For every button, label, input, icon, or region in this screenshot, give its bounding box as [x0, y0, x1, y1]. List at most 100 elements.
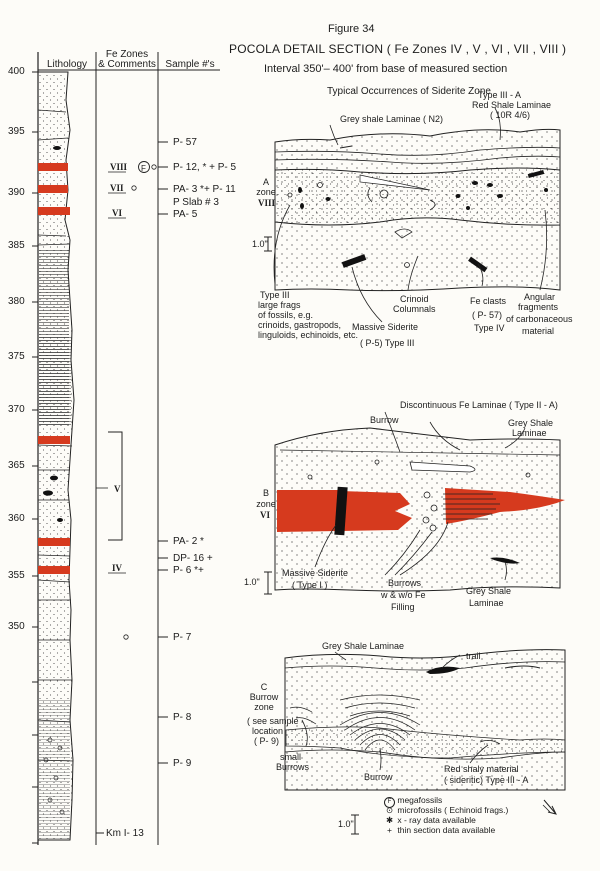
legend-item: + thin section data available — [384, 825, 554, 835]
panel-b-id: B — [262, 488, 269, 498]
siderite-band-lower — [38, 538, 70, 546]
sample-label: P- 7 — [173, 632, 192, 643]
trail-label: trail — [466, 651, 481, 661]
zone-vi-label: VI — [112, 208, 123, 218]
sample-location-label: location — [252, 726, 284, 736]
siderite-band-upper — [38, 436, 70, 444]
zone-vii-label: VII — [110, 183, 124, 193]
discontinuous-fe-laminae-label: Discontinuous Fe Laminae ( Type II - A) — [400, 400, 558, 410]
fe-clasts-label: Fe clasts — [470, 296, 507, 306]
legend-text: x - ray data available — [397, 815, 476, 825]
grey-shale-label: Grey Shale — [508, 418, 554, 428]
panel-a-scale: 1.0" — [252, 239, 268, 249]
legend-text: megafossils — [397, 795, 443, 805]
burrow-label: Burrow — [364, 772, 393, 782]
zone-v-label: V — [114, 484, 121, 494]
red-shaly-material-label: Red shaly material — [444, 764, 519, 774]
siderite-band-iv — [38, 566, 70, 574]
legend-item: ✱ x - ray data available — [384, 815, 554, 825]
burrows-desc: Filling — [391, 602, 415, 612]
depth-label: 350 — [8, 621, 25, 632]
angular-desc: of carbonaceous — [506, 314, 573, 324]
panel-c-burrow: Burrow — [249, 692, 279, 702]
figure-number: Figure 34 — [328, 23, 375, 35]
depth-label: 375 — [8, 351, 25, 362]
zone-viii-label: VIII — [110, 162, 128, 172]
typical-occurrences-heading: Typical Occurrences of Siderite Zone — [327, 86, 491, 97]
xray-icon: ✱ — [385, 815, 394, 825]
siderite-band-viii — [38, 163, 68, 171]
sample-label: P- 8 — [173, 712, 192, 723]
red-shale-laminae-label: Red Shale Laminae — [472, 100, 552, 110]
sample-label: DP- 16 + — [173, 553, 213, 564]
sample-label: PA- 3 *+ P- 11 — [173, 184, 236, 195]
depth-label: 390 — [8, 187, 25, 198]
depth-label: 360 — [8, 513, 25, 524]
massive-siderite-type: ( Type I ) — [292, 580, 328, 590]
type-iii-a-label: Type III - A — [478, 90, 522, 100]
panel-c-zone: zone — [254, 702, 274, 712]
sample-location-label: ( see sample — [247, 716, 299, 726]
grey-shale-laminae-label: Laminae — [469, 598, 504, 608]
depth-label: 370 — [8, 404, 25, 415]
figure-title: POCOLA DETAIL SECTION ( Fe Zones IV , V … — [229, 42, 567, 56]
depth-label: 400 — [8, 66, 25, 77]
samples-header: Sample #'s — [165, 59, 215, 70]
comments-header: & Comments — [98, 59, 156, 70]
depth-label: 355 — [8, 570, 25, 581]
legend-text: thin section data available — [397, 825, 496, 835]
panel-a-id: A — [262, 177, 269, 187]
grey-shale-label: Grey Shale — [466, 586, 512, 596]
sample-label: PA- 2 * — [173, 536, 204, 547]
figure-subtitle: Interval 350'– 400' from base of measure… — [264, 63, 508, 75]
crinoid-label: Crinoid — [400, 294, 429, 304]
depth-label: 385 — [8, 240, 25, 251]
panel-b-zone-number: VI — [260, 510, 271, 520]
massive-siderite-sample: ( P-5) Type III — [360, 338, 415, 348]
depth-label: 380 — [8, 296, 25, 307]
grey-shale-laminae-label: Grey shale Laminae ( N2) — [340, 114, 444, 124]
panel-b-zone: zone — [256, 499, 276, 509]
grey-shale-laminae-label: Laminae — [512, 428, 547, 438]
panel-b-block — [264, 411, 565, 595]
sample-label: P- 9 — [173, 758, 192, 769]
panel-a-block — [264, 107, 561, 323]
legend-item: ⊙ microfossils ( Echinoid frags.) — [384, 805, 554, 815]
panel-c-block — [284, 649, 566, 835]
sample-label: P- 57 — [173, 137, 197, 148]
panel-a-zone-number: VIII — [258, 198, 276, 208]
sample-label: P Slab # 3 — [173, 197, 219, 208]
burrow-label: Burrow — [370, 415, 399, 425]
siderite-band-vi — [38, 207, 70, 215]
sample-label: Km I- 13 — [106, 828, 144, 839]
angular-desc: material — [522, 326, 555, 336]
depth-label: 395 — [8, 126, 25, 137]
munsell-label: ( 10R 4/6) — [490, 110, 531, 120]
lithology-header: Lithology — [46, 59, 88, 70]
sample-label: P- 6 *+ — [173, 565, 204, 576]
panel-c-id: C — [260, 682, 268, 692]
depth-label: 365 — [8, 460, 25, 471]
legend-item: F megafossils — [384, 795, 554, 808]
fe-zones-header: Fe Zones — [105, 49, 149, 60]
panel-b-scale: 1.0" — [244, 577, 260, 587]
red-shaly-material-type: ( sideritic) Type III - A — [444, 775, 529, 785]
siderite-band-vii — [38, 185, 68, 193]
burrows-desc: w & w/o Fe — [381, 590, 426, 600]
fe-clasts-sample: ( P- 57) — [472, 310, 503, 320]
type-iii-desc: crinoids, gastropods, — [258, 320, 342, 330]
burrows-label: Burrows — [388, 578, 422, 588]
angular-desc: fragments — [518, 302, 559, 312]
legend-text: microfossils ( Echinoid frags.) — [397, 805, 509, 815]
grey-shale-laminae-label: Grey Shale Laminae — [322, 641, 405, 651]
small-burrows-label: Burrows — [276, 762, 310, 772]
sample-location-label: ( P- 9) — [254, 736, 280, 746]
microfossil-icon: ⊙ — [385, 805, 394, 815]
thin-section-icon: + — [387, 825, 392, 835]
zone-iv-label: IV — [112, 563, 123, 573]
type-iii-label: Type III — [260, 290, 290, 300]
type-iii-desc: of fossils, e.g. — [258, 310, 314, 320]
fe-clasts-type: Type IV — [474, 323, 505, 333]
